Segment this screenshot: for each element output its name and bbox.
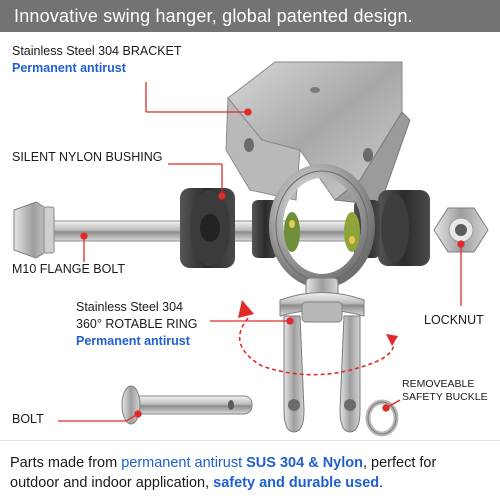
label-flange-bolt: M10 FLANGE BOLT: [12, 262, 125, 276]
footer-text-part1: Parts made from: [10, 455, 122, 471]
rotation-arrow-head: [238, 300, 254, 318]
label-bracket-note: Permanent antirust: [12, 61, 126, 75]
footer-description: Parts made from permanent antirust SUS 3…: [0, 440, 500, 500]
safety-buckle-ring: [365, 399, 399, 437]
clevis-pin: [121, 385, 253, 425]
label-bolt: BOLT: [12, 412, 44, 426]
fork-clevis: [279, 292, 365, 433]
steel-bracket: [225, 61, 411, 206]
nylon-bushing-left: [180, 188, 235, 268]
footer-text-part4: , perfect for: [362, 455, 437, 471]
footer-line-1: Parts made from permanent antirust SUS 3…: [10, 454, 436, 472]
label-locknut: LOCKNUT: [424, 313, 484, 327]
label-ring-title: Stainless Steel 304: [76, 300, 184, 314]
label-bracket-title: Stainless Steel 304 BRACKET: [12, 44, 182, 58]
locknut: [433, 207, 489, 253]
footer-text-part2: permanent antirust: [121, 455, 243, 471]
footer-text-part3: SUS 304 & Nylon: [242, 455, 363, 471]
rotation-arrow: [238, 317, 395, 376]
label-buckle-line1: REMOVEABLE: [402, 378, 475, 390]
footer-text-part7: .: [379, 475, 384, 491]
leader-lines: [58, 82, 465, 422]
footer-line-2: outdoor and indoor application, safety a…: [10, 474, 383, 492]
label-ring-note: Permanent antirust: [76, 334, 190, 348]
footer-text-part6: safety and durable used: [213, 475, 380, 491]
rotation-arrow-tail: [386, 334, 398, 346]
nylon-bushing-right: [378, 190, 430, 266]
label-bushing: SILENT NYLON BUSHING: [12, 150, 163, 164]
banner-title: Innovative swing hanger, global patented…: [0, 0, 500, 32]
footer-text-part5: outdoor and indoor application,: [10, 475, 214, 491]
label-ring-subtitle: 360° ROTABLE RING: [76, 317, 198, 331]
label-buckle-line2: SAFETY BUCKLE: [402, 391, 488, 403]
